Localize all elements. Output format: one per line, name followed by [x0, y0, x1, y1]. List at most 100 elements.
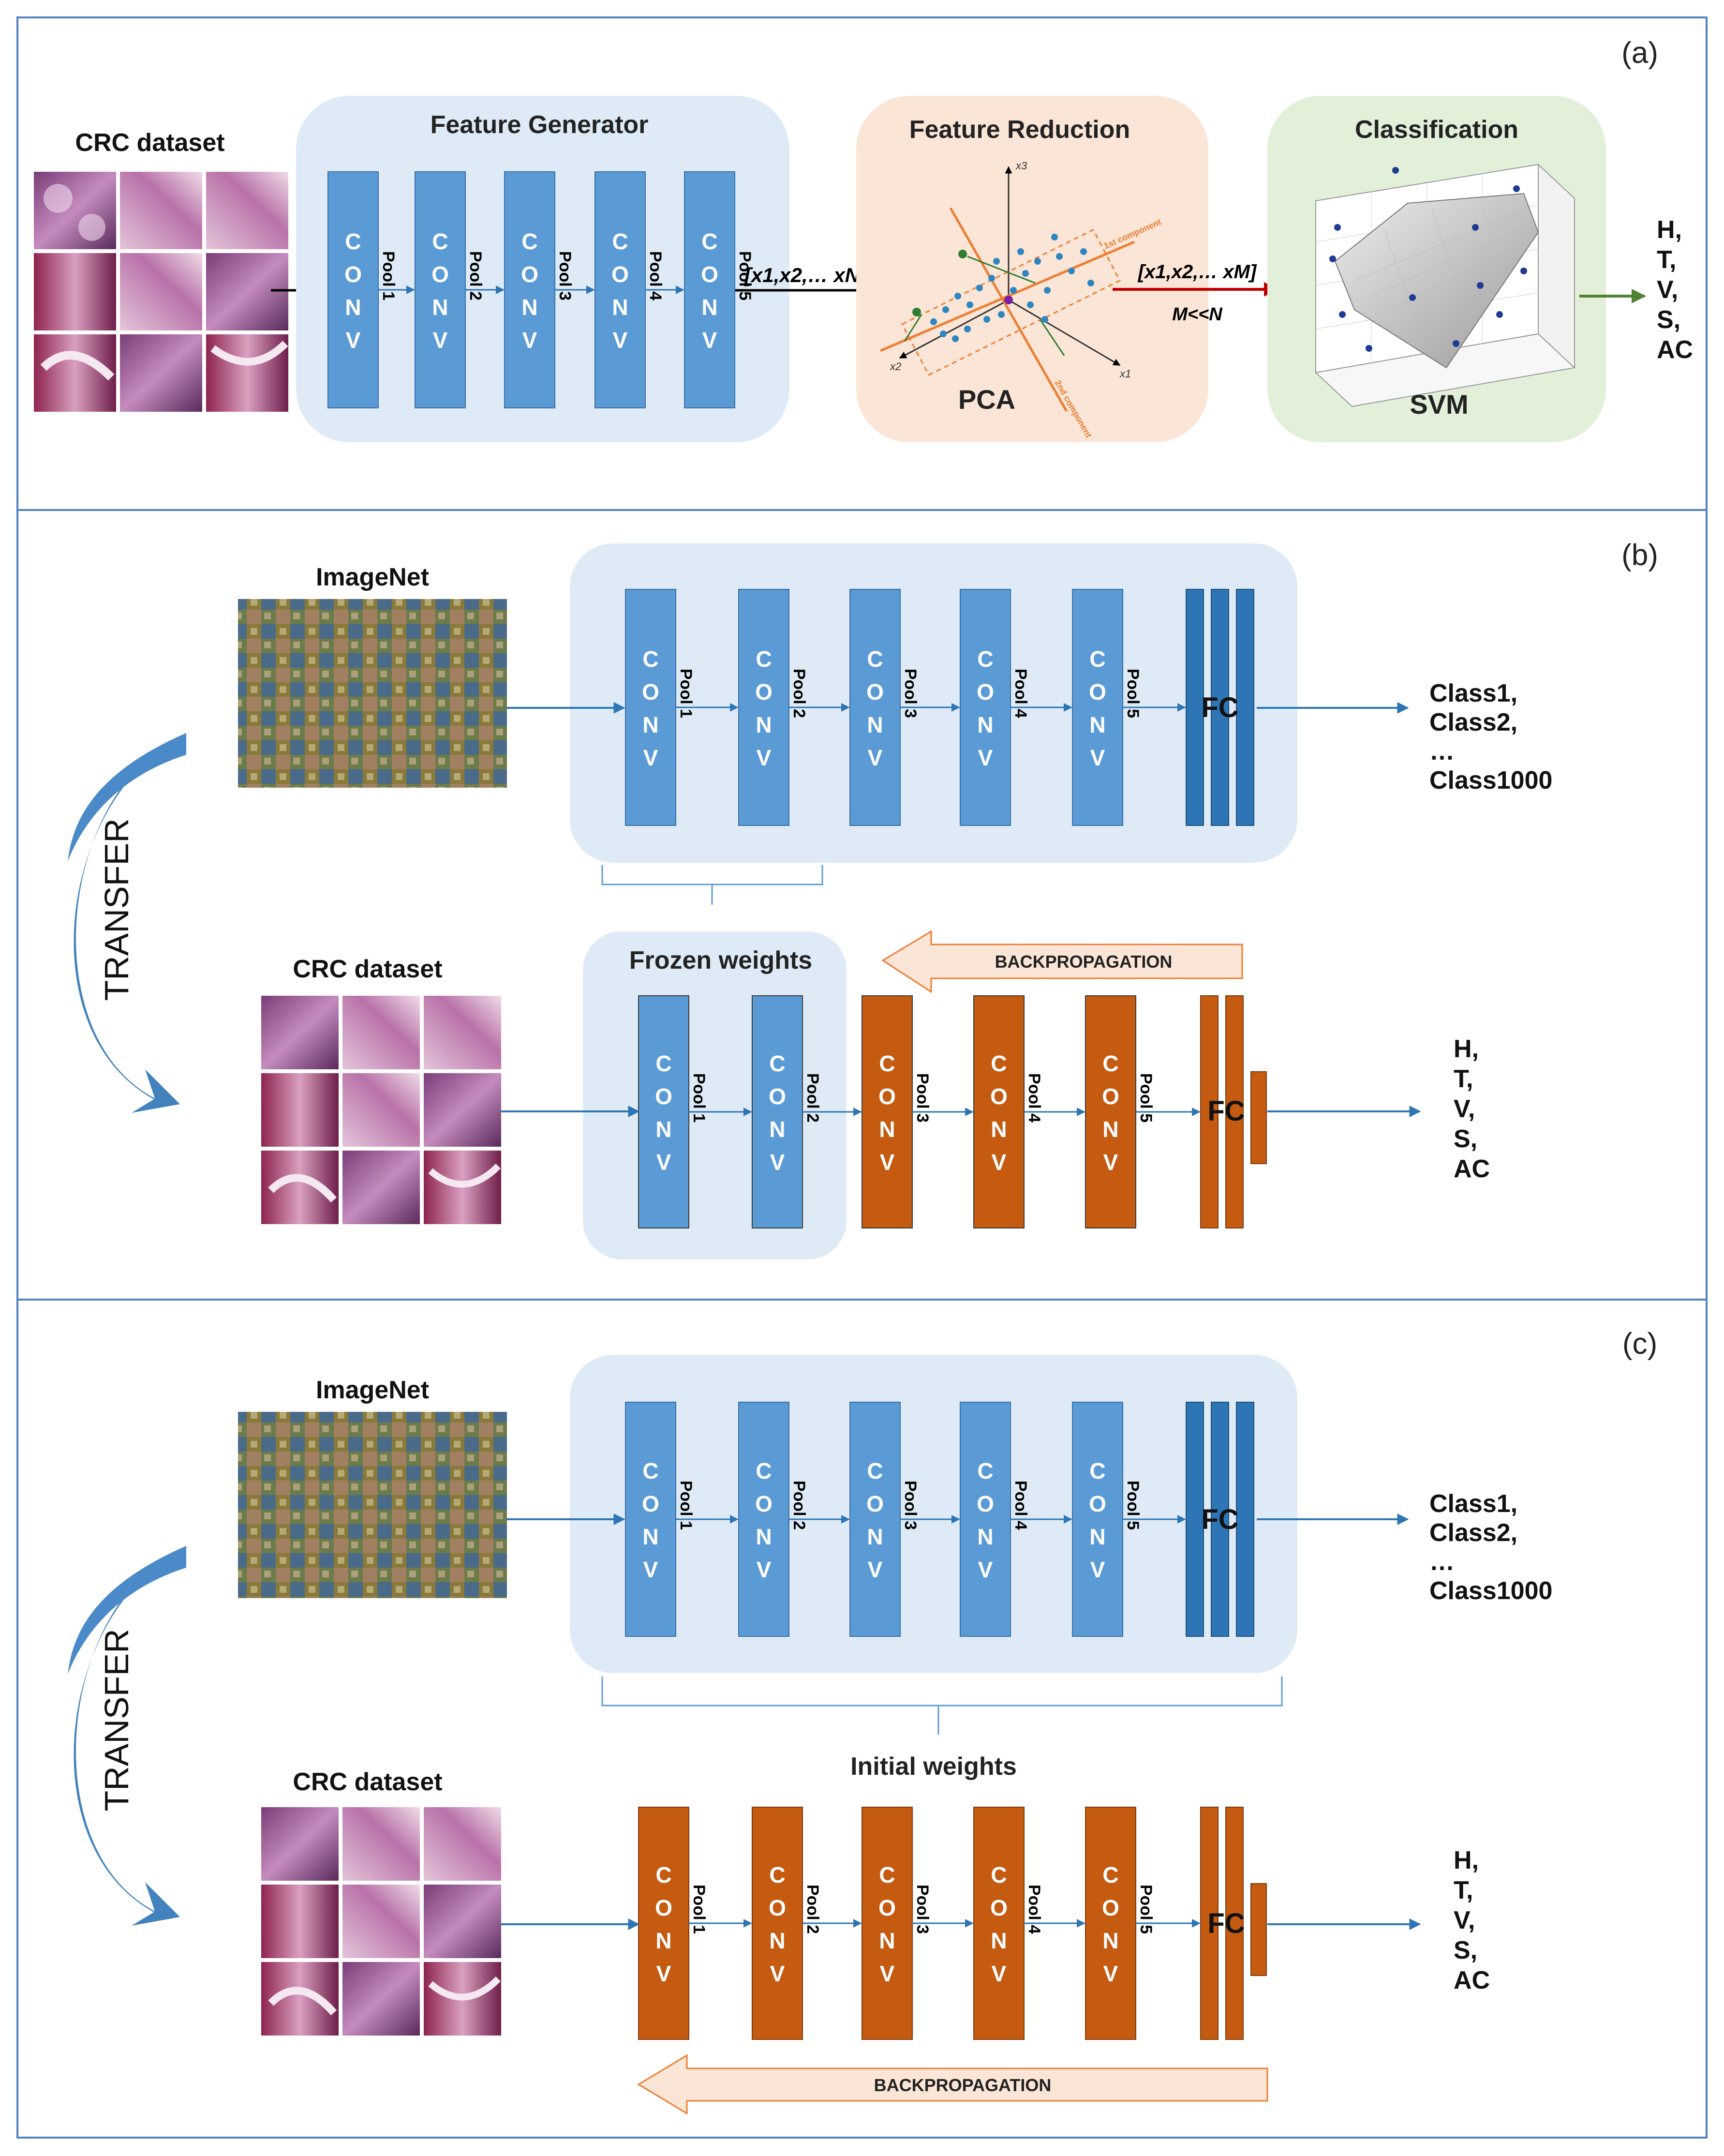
panel-c-bottom-conv-3-letter: V — [880, 1961, 895, 1986]
panel-c-output-1: H, — [1454, 1846, 1479, 1874]
panel-c-top-conv-4 — [960, 1402, 1011, 1637]
panel-b-top-conv-3 — [849, 589, 901, 826]
panel-c-top-pool-5: Pool 5 — [1124, 1481, 1142, 1530]
panel-b-dataset-label: CRC dataset — [293, 955, 442, 983]
panel-b-bottom-pool-5: Pool 5 — [1137, 1073, 1155, 1123]
panel-c-top-conv-1-letter: V — [643, 1557, 658, 1582]
panel-b-bottom-pool-4: Pool 4 — [1025, 1073, 1043, 1123]
panel-c-bottom-conv-1 — [638, 1807, 689, 2040]
panel-b-top-pool-5: Pool 5 — [1124, 669, 1142, 718]
panel-b-output-1: H, — [1454, 1035, 1479, 1063]
panel-b-bottom-fc-bar-3 — [1250, 1071, 1267, 1164]
panel-b-top-conv-4-letter: C — [977, 646, 993, 672]
panel-a-output-3: V, — [1657, 276, 1678, 304]
panel-a-conv-3 — [504, 171, 555, 408]
panel-a-conv-1-letter: N — [345, 295, 361, 320]
panel-b-top-conv-2-letter: C — [756, 646, 772, 672]
panel-b-top-conv-5-letter: O — [1089, 679, 1106, 704]
panel-c-top-conv-1-letter: C — [642, 1458, 658, 1483]
panel-b-top-fc-bar-1 — [1186, 589, 1204, 826]
panel-c-top-conv-4-letter: V — [978, 1557, 993, 1582]
panel-a-conv-1-letter: O — [344, 262, 362, 287]
panel-a-conv-4-letter: C — [612, 229, 628, 254]
panel-c-top-pool-3: Pool 3 — [901, 1481, 920, 1530]
panel-c-top-pool-1: Pool 1 — [677, 1481, 695, 1530]
panel-c-imagenet-label: ImageNet — [316, 1376, 429, 1404]
panel-b-top-conv-5-letter: C — [1089, 646, 1105, 672]
panel-b-imagenet-thumbnail — [238, 599, 507, 788]
panel-c-bottom-conv-2-letter: O — [769, 1895, 786, 1920]
panel-a-conv-2-letter: O — [431, 262, 449, 287]
panel-c-imagenet-thumbnail — [238, 1412, 507, 1598]
panel-a-conv-5-letter: O — [701, 262, 718, 287]
panel-c-top-conv-5 — [1072, 1402, 1123, 1637]
panel-c-output-3: V, — [1454, 1906, 1475, 1934]
svm-label: SVM — [1410, 389, 1468, 419]
panel-c-bottom-conv-4 — [973, 1807, 1025, 2040]
panel-b-bottom-conv-5-letter: V — [1103, 1150, 1118, 1175]
panel-c-transfer-bracket — [601, 1677, 1283, 1735]
panel-c-bottom-conv-3-letter: O — [878, 1895, 896, 1920]
panel-b-top-conv-3-letter: C — [867, 646, 883, 672]
panel-b-bottom-conv-4-letter: C — [991, 1051, 1007, 1076]
panel-b-top-conv-2 — [738, 589, 789, 826]
panel-b-imagenet-label: ImageNet — [316, 563, 429, 591]
pca-axis-x1: x1 — [1119, 368, 1131, 380]
panel-b-top-conv-5-letter: V — [1090, 745, 1105, 770]
panel-b-top-conv-1-letter: N — [642, 712, 658, 737]
panel-c-top-conv-1-letter: N — [642, 1524, 658, 1549]
panel-c-outputs: H,T,V,S,AC — [1454, 1846, 1490, 1994]
feature-reduction-panel — [856, 96, 1208, 442]
panel-b-top-conv-4-letter: V — [978, 745, 993, 770]
panel-a-tag: (a) — [1621, 36, 1658, 70]
panel-b-bottom-conv-5-letter: O — [1102, 1084, 1119, 1109]
panel-c-bottom-conv-4-letter: C — [991, 1862, 1007, 1887]
panel-c-class-output-1: Class1, — [1429, 1490, 1517, 1518]
feature-generator-title: Feature Generator — [431, 111, 649, 139]
panel-b-transfer-bracket — [601, 865, 823, 905]
panel-c-top-conv-2-letter: O — [755, 1491, 773, 1516]
panel-b-bottom-pool-3: Pool 3 — [913, 1073, 932, 1123]
frozen-weights-label: Frozen weights — [629, 946, 812, 974]
panel-b-bottom-conv-3-letter: V — [880, 1150, 895, 1175]
panel-b-bottom-conv-3-letter: C — [879, 1051, 895, 1076]
panel-b-top-conv-4-letter: N — [977, 712, 993, 737]
panel-b-bottom-conv-4-letter: V — [992, 1150, 1007, 1175]
panel-a-conv-4-letter: V — [613, 328, 628, 353]
panel-c-top-pool-2: Pool 2 — [790, 1481, 808, 1530]
panel-b-output-4: S, — [1454, 1125, 1477, 1153]
panel-b-bottom-conv-1-letter: O — [655, 1084, 672, 1109]
panel-a-output-2: T, — [1657, 246, 1676, 274]
panel-c-bottom-conv-2-letter: C — [769, 1862, 785, 1887]
panel-b-top-conv-3-letter: N — [867, 712, 883, 737]
panel-a-conv-1 — [327, 171, 379, 408]
panel-b-bottom-conv-1-letter: N — [655, 1117, 671, 1142]
m-less-n-label: M<<N — [1172, 304, 1223, 325]
panel-b-output-3: V, — [1454, 1095, 1475, 1123]
panel-b-top-conv-2-letter: V — [757, 745, 772, 770]
panel-a-dataset-label: CRC dataset — [75, 129, 224, 157]
panel-c-top-fc-bar-2 — [1211, 1402, 1229, 1637]
panel-a-conv-5-letter: C — [701, 229, 717, 254]
panel-b-bottom-fc-label: FC — [1207, 1095, 1245, 1127]
panel-a-conv-1-letter: C — [345, 229, 361, 254]
panel-a-conv-4 — [594, 171, 646, 408]
panel-c-top-conv-5-letter: C — [1089, 1458, 1105, 1483]
panel-b-top-conv-1-letter: O — [642, 679, 659, 704]
panel-c-transfer-label: TRANSFER — [98, 1629, 135, 1811]
panel-c-top-conv-5-letter: O — [1089, 1491, 1106, 1516]
panel-b-top-pool-4: Pool 4 — [1011, 669, 1030, 718]
panel-c-top-conv-3-letter: C — [867, 1458, 883, 1483]
panel-c-backprop-arrow — [637, 2054, 1268, 2115]
panel-c-bottom-pool-4: Pool 4 — [1025, 1885, 1043, 1934]
panel-c-bottom-conv-5-letter: V — [1103, 1961, 1118, 1986]
feature-vector-n: [x1,x2,… xN] — [743, 264, 867, 286]
panel-b-top-pool-3: Pool 3 — [901, 669, 920, 718]
panel-c-top-conv-3 — [849, 1402, 901, 1637]
panel-a-conv-5-letter: N — [701, 295, 717, 320]
panel-c-class-output-3: … — [1429, 1548, 1455, 1576]
panel-b-transfer-arrow — [68, 733, 186, 1113]
panel-c-top-conv-2 — [738, 1402, 789, 1637]
panel-c-bottom-conv-2-letter: N — [769, 1928, 785, 1953]
